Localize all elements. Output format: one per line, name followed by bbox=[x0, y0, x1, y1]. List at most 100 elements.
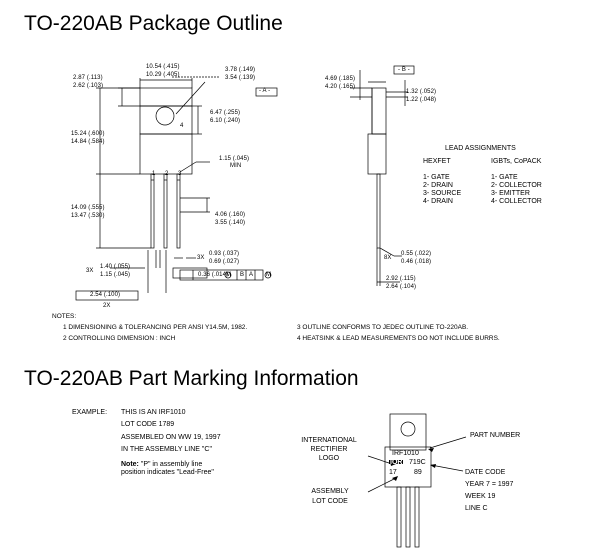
marking-lead-3 bbox=[414, 486, 420, 548]
dim-lead-step: 1.15 (.045) bbox=[219, 156, 250, 162]
note-2: 2 CONTROLLING DIMENSION : INCH bbox=[63, 335, 176, 342]
intl-rectifier-label: INTERNATIONAL RECTIFIER LOGO bbox=[293, 436, 365, 463]
chip-date-code: 719C bbox=[409, 459, 426, 466]
dim-lead-width-qty: 3X bbox=[197, 255, 205, 261]
tolerance-value: 0.36 (.014) bbox=[198, 272, 229, 278]
datum-b: - B - bbox=[398, 67, 410, 73]
example-line-1: THIS IS AN IRF1010 bbox=[121, 409, 186, 416]
date-code-line-1: DATE CODE bbox=[465, 469, 506, 476]
example-label: EXAMPLE: bbox=[72, 409, 108, 416]
lead-assignments-title: LEAD ASSIGNMENTS bbox=[445, 145, 516, 152]
dim-body-height-min: 14.84 (.584) bbox=[71, 139, 105, 145]
tolerance-b: B bbox=[240, 272, 245, 278]
assembly-line-2: LOT CODE bbox=[312, 498, 348, 505]
example-line-2: LOT CODE 1789 bbox=[121, 421, 175, 428]
igbt-pin-3: 3- EMITTER bbox=[491, 190, 530, 197]
dim-lead-length-min: 13.47 (.530) bbox=[71, 213, 105, 219]
dim-pitch-qty: 2X bbox=[103, 303, 111, 309]
body-outline bbox=[139, 133, 193, 175]
dim-width: 10.54 (.415) bbox=[146, 64, 180, 70]
dim-width-min: 10.29 (.405) bbox=[146, 72, 180, 78]
part-number-label: PART NUMBER bbox=[470, 432, 521, 439]
marking-note: Note: "P" in assembly line bbox=[121, 461, 202, 468]
dim-body-height: 15.24 (.600) bbox=[71, 131, 105, 137]
dim-tab-height: 2.87 (.113) bbox=[73, 75, 103, 81]
chip-logo: IOR bbox=[390, 459, 403, 466]
outline-title: TO-220AB Package Outline bbox=[24, 12, 283, 35]
marking-tab bbox=[389, 413, 427, 451]
dim-tab-thickness: 1.32 (.052) bbox=[406, 89, 437, 95]
dim-lead-tip-min: 3.55 (.140) bbox=[215, 220, 246, 226]
dim-lead-thk-min: 0.46 (.018) bbox=[401, 259, 432, 265]
chip-lot-2: 89 bbox=[414, 469, 422, 476]
hexfet-list: 1- GATE 2- DRAIN 3- SOURCE 4- DRAIN bbox=[423, 174, 461, 206]
example-line-4: IN THE ASSEMBLY LINE "C" bbox=[121, 446, 212, 453]
pin-1-label: 1 bbox=[152, 171, 156, 177]
date-code-line-3: WEEK 19 bbox=[465, 493, 496, 500]
hexfet-header: HEXFET bbox=[423, 158, 451, 165]
dim-hole: 3.78 (.149) bbox=[225, 67, 256, 73]
igbt-header: IGBTs, CoPACK bbox=[491, 158, 542, 165]
hexfet-pin-3: 3- SOURCE bbox=[423, 190, 462, 197]
marking-hole bbox=[400, 421, 416, 437]
chip-lot-1: 17 bbox=[389, 469, 397, 476]
dim-lead-length: 14.09 (.555) bbox=[71, 205, 105, 211]
marking-lead-2 bbox=[405, 486, 411, 548]
dim-lead-offset: 2.92 (.115) bbox=[386, 276, 416, 282]
tab-outline bbox=[139, 87, 193, 135]
mounting-hole bbox=[155, 106, 175, 126]
dim-lead-thk-qty: 8X bbox=[384, 255, 392, 261]
dim-hole-pos-min: 6.10 (.240) bbox=[210, 118, 241, 124]
hexfet-pin-2: 2- DRAIN bbox=[423, 182, 453, 189]
date-code-line-4: LINE C bbox=[465, 505, 488, 512]
intl-logo-line-3: LOGO bbox=[318, 455, 340, 462]
intl-logo-line-2: RECTIFIER bbox=[310, 446, 348, 453]
igbt-list: 1- GATE 2- COLLECTOR 3- EMITTER 4- COLLE… bbox=[491, 174, 542, 206]
tolerance-m2: M bbox=[266, 272, 272, 278]
note-text-1: "P" in assembly line bbox=[140, 461, 203, 468]
intl-logo-line-1: INTERNATIONAL bbox=[301, 437, 357, 444]
dim-lead-offset-min: 2.64 (.104) bbox=[386, 284, 417, 290]
dim-lead-shoulder-min: 1.15 (.045) bbox=[100, 272, 131, 278]
dim-lead-width: 0.93 (.037) bbox=[209, 251, 240, 257]
igbt-pin-4: 4- COLLECTOR bbox=[491, 198, 542, 205]
example-line-3: ASSEMBLED ON WW 19, 1997 bbox=[121, 434, 221, 441]
assembly-lot-label: ASSEMBLY LOT CODE bbox=[305, 487, 355, 507]
tolerance-m1: M bbox=[226, 272, 232, 278]
side-tab bbox=[371, 87, 387, 135]
dim-thickness-min: 4.20 (.165) bbox=[325, 84, 356, 90]
pin-2-label: 2 bbox=[165, 171, 169, 177]
side-body bbox=[367, 133, 387, 175]
igbt-pin-1: 1- GATE bbox=[491, 174, 518, 181]
note-4: 4 HEATSINK & LEAD MEASUREMENTS DO NOT IN… bbox=[297, 335, 500, 342]
hexfet-pin-1: 1- GATE bbox=[423, 174, 450, 181]
note-1: 1 DIMENSIONING & TOLERANCING PER ANSI Y1… bbox=[63, 324, 248, 331]
dim-lead-thk: 0.55 (.022) bbox=[401, 251, 432, 257]
chip-part-number: IRF1010 bbox=[392, 450, 419, 457]
lead-3 bbox=[176, 173, 181, 249]
dim-lead-shoulder-qty: 3X bbox=[86, 268, 94, 274]
assembly-line-1: ASSEMBLY bbox=[311, 488, 349, 495]
dim-lead-tip: 4.06 (.160) bbox=[215, 212, 246, 218]
dim-lead-width-min: 0.69 (.027) bbox=[209, 259, 240, 265]
date-code-label: DATE CODE YEAR 7 = 1997 WEEK 19 LINE C bbox=[465, 467, 513, 515]
igbt-pin-2: 2- COLLECTOR bbox=[491, 182, 542, 189]
hexfet-pin-4: 4- DRAIN bbox=[423, 198, 453, 205]
dim-pitch: 2.54 (.100) bbox=[90, 292, 121, 298]
dim-lead-shoulder: 1.40 (.055) bbox=[100, 264, 131, 270]
datum-a: - A - bbox=[259, 88, 271, 94]
note-label: Note: bbox=[121, 461, 139, 468]
tolerance-a: A bbox=[249, 272, 254, 278]
dim-tab-height-min: 2.62 (.103) bbox=[73, 83, 104, 89]
note-text-2: position indicates "Lead-Free" bbox=[121, 469, 214, 476]
dim-hole-min: 3.54 (.139) bbox=[225, 75, 256, 81]
pin-4-label: 4 bbox=[180, 123, 184, 129]
side-lead bbox=[376, 173, 381, 249]
dim-lead-step-min: MIN bbox=[230, 163, 242, 169]
notes-header: NOTES: bbox=[52, 313, 77, 320]
dim-tab-thickness-min: 1.22 (.048) bbox=[406, 97, 437, 103]
note-3: 3 OUTLINE CONFORMS TO JEDEC OUTLINE TO-2… bbox=[297, 324, 469, 331]
dim-thickness: 4.69 (.185) bbox=[325, 76, 356, 82]
marking-lead-1 bbox=[396, 486, 402, 548]
